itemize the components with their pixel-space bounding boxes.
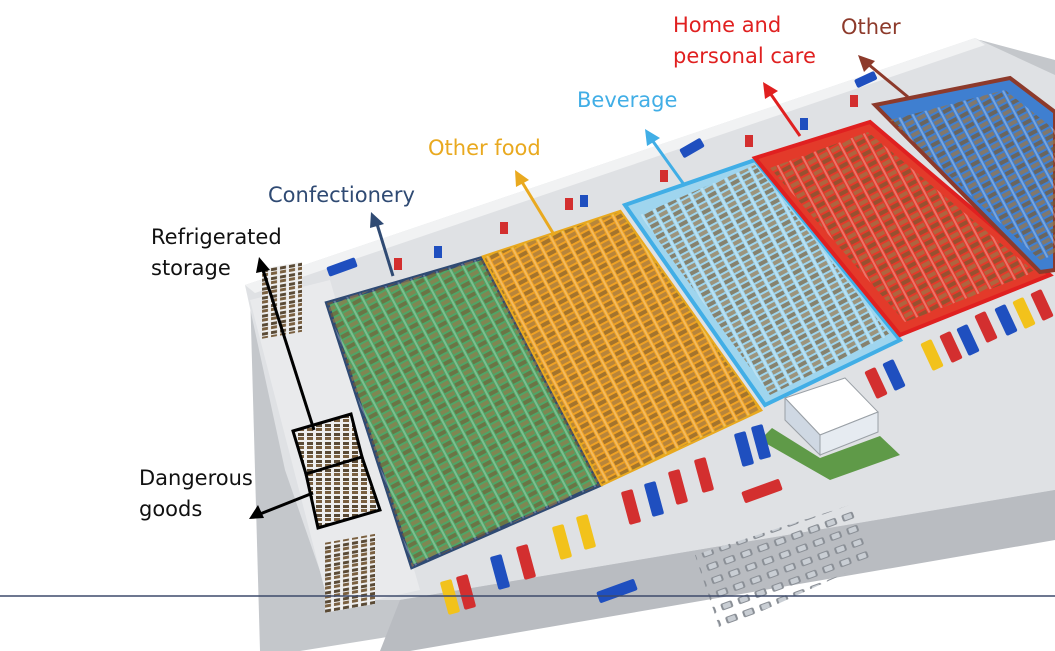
zone-home-personal-care-racks [770, 132, 1035, 322]
arrow-dangerous-goods [249, 491, 314, 519]
label-home-personal-care: Home and personal care [673, 13, 816, 68]
arrow-home-personal-care [763, 82, 802, 137]
office-building-icon [760, 377, 900, 480]
arrow-refrigerated-storage [256, 257, 316, 431]
zone-dangerous-goods [304, 455, 382, 530]
truck-icon-back [326, 71, 878, 277]
arrow-confectionery [370, 212, 395, 277]
zone-confectionery-racks [327, 258, 600, 567]
truck-icon [440, 289, 1054, 615]
arrow-other [858, 55, 909, 99]
warehouse-roof-edge [245, 38, 985, 293]
arrow-other-food [515, 170, 555, 234]
parking-lot [695, 505, 875, 630]
zone-other-food-racks [484, 212, 760, 484]
label-other-food: Other food [428, 136, 541, 160]
side-rack-bottom [325, 533, 375, 613]
label-refrigerated-storage: Refrigerated storage [151, 225, 282, 280]
label-other: Other [841, 15, 901, 39]
zone-other-racks [890, 90, 1055, 260]
arrow-beverage [645, 129, 687, 187]
label-confectionery: Confectionery [268, 183, 415, 207]
side-rack-top [262, 261, 302, 339]
zone-beverage-racks [640, 165, 890, 395]
label-dangerous-goods: Dangerous goods [139, 466, 253, 521]
label-beverage: Beverage [577, 88, 678, 112]
